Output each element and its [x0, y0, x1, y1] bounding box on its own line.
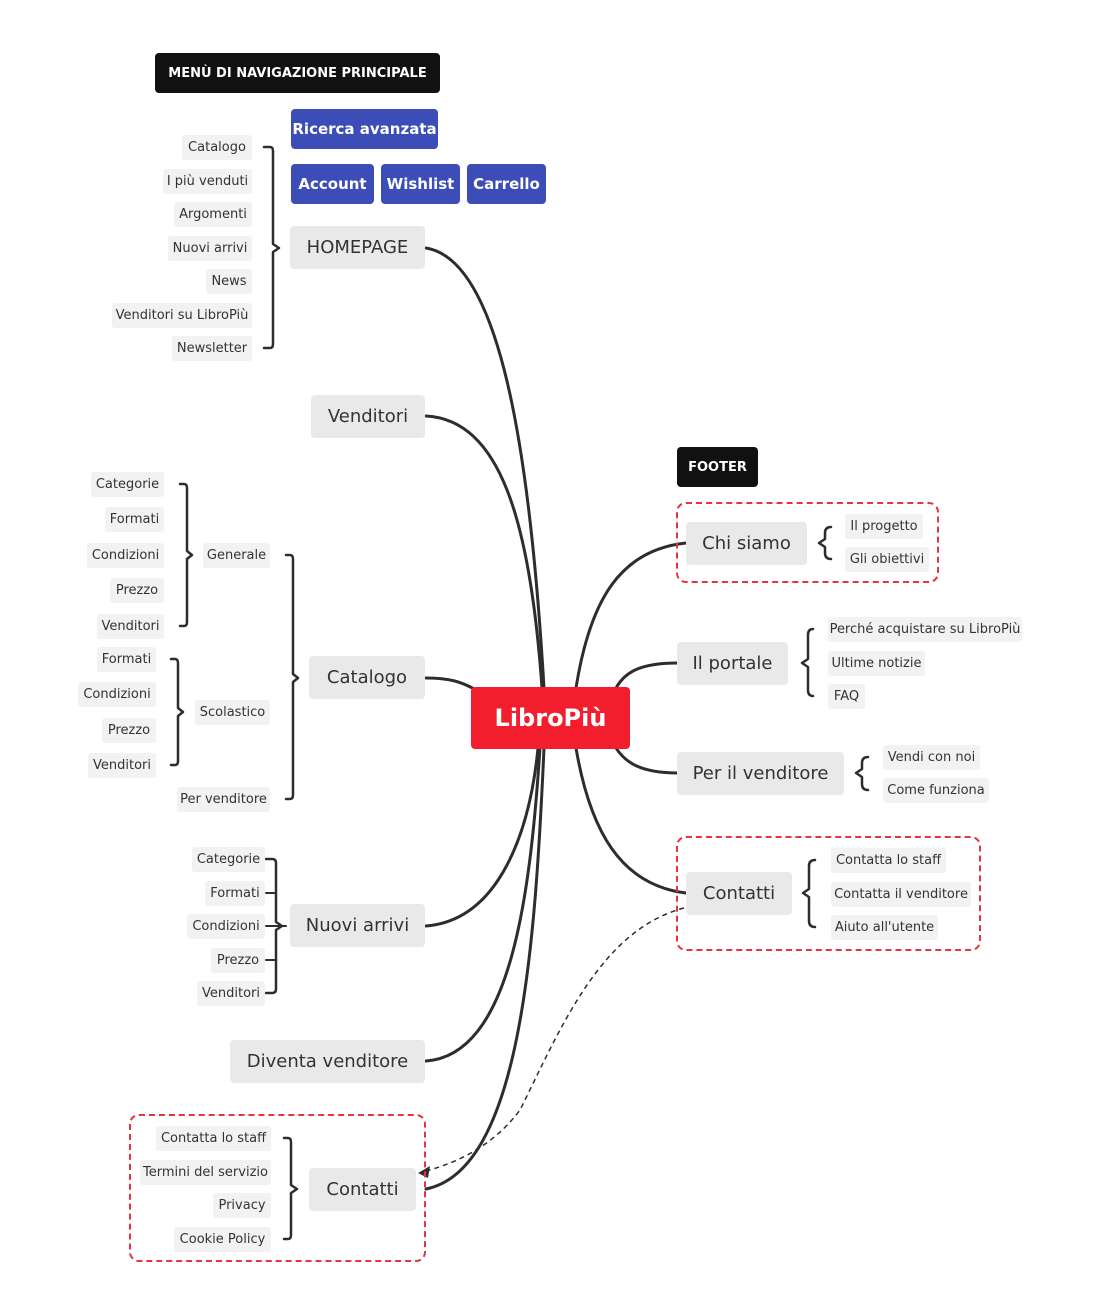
- link-portale: [614, 661, 680, 690]
- generale-item-condizioni: Condizioni: [87, 543, 164, 568]
- generale-item-prezzo: Prezzo: [110, 578, 164, 603]
- contatti-left-item-cookie: Cookie Policy: [174, 1227, 271, 1252]
- scolastico-item-formati: Formati: [97, 647, 156, 672]
- link-diventa: [424, 746, 542, 1063]
- link-venditori: [424, 414, 544, 690]
- link-homepage: [424, 246, 546, 690]
- brace-generale: [178, 482, 194, 628]
- dashed-link-contatti: [421, 907, 685, 1173]
- brace-portale: [800, 627, 815, 698]
- contatti-right-item-venditore: Contatta il venditore: [831, 882, 971, 907]
- nuovi-arrivi-item-formati: Formati: [205, 881, 265, 906]
- portale-item-notizie: Ultime notizie: [828, 651, 925, 676]
- homepage-item-catalogo: Catalogo: [182, 135, 252, 160]
- wishlist-button[interactable]: Wishlist: [381, 164, 460, 204]
- footer-header: FOOTER: [677, 447, 758, 487]
- contatti-left-item-staff: Contatta lo staff: [156, 1126, 271, 1151]
- homepage-item-venditori: Venditori su LibroPiù: [112, 303, 252, 328]
- homepage-item-news: News: [206, 269, 252, 294]
- cart-button[interactable]: Carrello: [467, 164, 546, 204]
- chi-siamo-item-obiettivi: Gli obiettivi: [845, 547, 929, 572]
- root-node: LibroPiù: [471, 687, 630, 749]
- portale-item-faq: FAQ: [828, 684, 865, 709]
- link-nuovi-arrivi: [424, 746, 540, 928]
- diventa-venditore-node: Diventa venditore: [230, 1040, 425, 1083]
- brace-contatti-right: [801, 858, 817, 929]
- scolastico-item-condizioni: Condizioni: [78, 682, 156, 707]
- catalogo-node: Catalogo: [309, 656, 425, 699]
- catalogo-per-venditore-node: Per venditore: [177, 787, 270, 812]
- link-chi-siamo: [574, 541, 688, 690]
- highlight-box-contatti-right: [676, 836, 981, 951]
- per-venditore-item-vendi: Vendi con noi: [883, 745, 980, 770]
- brace-per-venditore: [854, 755, 870, 792]
- per-venditore-node: Per il venditore: [677, 752, 844, 795]
- venditori-node: Venditori: [311, 395, 425, 438]
- generale-item-formati: Formati: [105, 507, 164, 532]
- homepage-item-nuovi-arrivi: Nuovi arrivi: [168, 236, 252, 261]
- account-button[interactable]: Account: [291, 164, 374, 204]
- contatti-right-node: Contatti: [686, 872, 792, 915]
- contatti-left-item-privacy: Privacy: [213, 1193, 271, 1218]
- brace-contatti-left: [282, 1136, 299, 1241]
- scolastico-item-venditori: Venditori: [88, 753, 156, 778]
- link-contatti-right: [574, 746, 688, 895]
- chi-siamo-node: Chi siamo: [686, 522, 807, 565]
- homepage-item-argomenti: Argomenti: [174, 202, 252, 227]
- contatti-right-item-staff: Contatta lo staff: [831, 848, 946, 873]
- link-contatti-left: [424, 746, 546, 1191]
- brace-homepage: [262, 145, 281, 350]
- advanced-search-button[interactable]: Ricerca avanzata: [291, 109, 438, 149]
- brace-chi-siamo: [817, 525, 833, 561]
- portale-item-perche: Perché acquistare su LibroPiù: [828, 617, 1022, 642]
- brace-scolastico: [169, 657, 185, 767]
- generale-item-venditori: Venditori: [97, 614, 164, 639]
- nuovi-arrivi-item-prezzo: Prezzo: [211, 948, 265, 973]
- nuovi-arrivi-item-categorie: Categorie: [192, 847, 265, 872]
- chi-siamo-item-progetto: Il progetto: [845, 514, 923, 539]
- brace-catalogo: [284, 553, 300, 801]
- nav-header: MENÙ DI NAVIGAZIONE PRINCIPALE: [155, 53, 440, 93]
- highlight-box-chi-siamo: [676, 502, 939, 583]
- homepage-node: HOMEPAGE: [290, 226, 425, 269]
- nuovi-arrivi-item-venditori: Venditori: [197, 981, 265, 1006]
- generale-item-categorie: Categorie: [91, 472, 164, 497]
- contatti-left-item-termini: Termini del servizio: [140, 1160, 271, 1185]
- nuovi-arrivi-item-condizioni: Condizioni: [187, 914, 265, 939]
- catalogo-generale-node: Generale: [203, 543, 270, 568]
- homepage-item-piu-venduti: I più venduti: [163, 169, 252, 194]
- scolastico-item-prezzo: Prezzo: [102, 718, 156, 743]
- contatti-left-node: Contatti: [309, 1168, 416, 1211]
- link-per-venditore: [614, 746, 680, 775]
- portale-node: Il portale: [677, 642, 788, 685]
- homepage-item-newsletter: Newsletter: [172, 336, 252, 361]
- per-venditore-item-come: Come funziona: [883, 778, 989, 803]
- nuovi-arrivi-node: Nuovi arrivi: [290, 904, 425, 947]
- highlight-box-contatti-left: [129, 1114, 426, 1262]
- contatti-right-item-aiuto: Aiuto all'utente: [831, 915, 938, 940]
- catalogo-scolastico-node: Scolastico: [195, 700, 270, 725]
- link-catalogo: [424, 676, 478, 692]
